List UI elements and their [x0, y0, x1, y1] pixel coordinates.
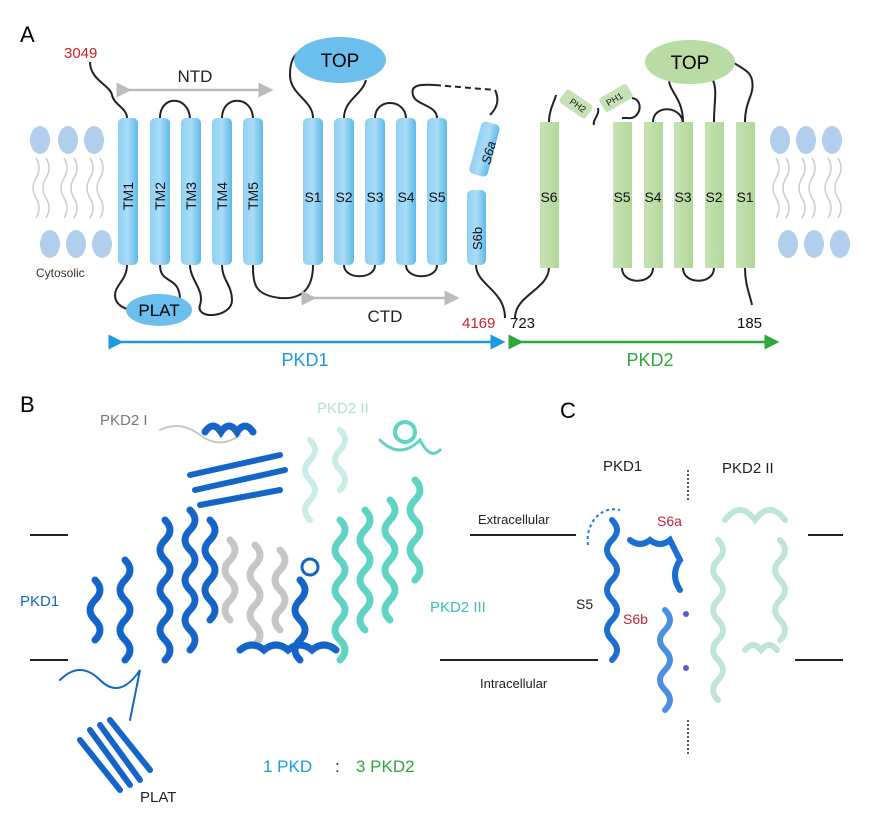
plat-structure-label: PLAT — [140, 789, 176, 806]
pkd2-ii-panel-c-structure — [710, 507, 788, 703]
pkd2-helix-s5-label: S5 — [613, 189, 630, 205]
ctd-label: CTD — [368, 307, 403, 326]
pkd2-top-label: TOP — [671, 53, 710, 74]
pkd1-helix-labels: TM1 TM2 TM3 TM4 TM5 S1 S2 S3 S4 S5 S6b S… — [120, 140, 499, 250]
pkd1-helices — [118, 118, 500, 265]
topology-loops — [89, 51, 754, 319]
pkd2-helix-s2-label: S2 — [705, 189, 722, 205]
helix-tm2-label: TM2 — [152, 182, 168, 210]
pkd2-helix-s6-label: S6 — [540, 189, 557, 205]
lipid-tails-right — [772, 157, 842, 219]
panel-a-label: A — [20, 22, 35, 47]
helix-tm1-label: TM1 — [120, 182, 136, 210]
helix-s3-label: S3 — [366, 189, 383, 205]
pkd2-helix-s1-label: S1 — [736, 189, 753, 205]
ratio-pkd2-label: 3 PKD2 — [356, 757, 415, 776]
lipid-tails-left — [32, 157, 104, 219]
pkd2-start-residue: 185 — [737, 315, 762, 332]
s6b-label: S6b — [623, 611, 648, 627]
panel-c-pkd1-label: PKD1 — [603, 458, 642, 475]
pkd1-end-residue: 4169 — [462, 315, 495, 332]
plat-label: PLAT — [138, 301, 179, 320]
pkd2-ii-label: PKD2 II — [317, 400, 369, 417]
pkd1-start-residue: 3049 — [64, 45, 97, 62]
membrane-lines — [30, 534, 843, 661]
helix-s6a-label: S6a — [478, 140, 498, 166]
pkd1-structure-label: PKD1 — [20, 593, 59, 610]
pkd2-span-label: PKD2 — [626, 350, 673, 370]
panel-b-label: B — [20, 392, 35, 417]
helix-s2-label: S2 — [335, 189, 352, 205]
pkd2-ii-structure — [302, 427, 348, 523]
pkd2-top-domain — [645, 40, 735, 84]
ntd-label: NTD — [178, 67, 213, 86]
pkd2-helices — [540, 84, 755, 268]
helix-s5-label: S5 — [428, 189, 445, 205]
s6a-label: S6a — [657, 513, 682, 529]
helix-s6b-label: S6b — [470, 227, 485, 250]
pkd2-i-structure — [159, 425, 289, 649]
pkd2-helix-s3-label: S3 — [674, 189, 691, 205]
pkd1-structure — [59, 422, 340, 793]
helix-s1-label: S1 — [304, 189, 321, 205]
panel-c-pkd2-ii-label: PKD2 II — [722, 460, 774, 477]
missing-loop-dotted — [586, 508, 621, 546]
helix-tm4-label: TM4 — [214, 182, 230, 210]
cytosolic-label: Cytosolic — [36, 266, 85, 280]
pkd2-helix-s4-label: S4 — [644, 189, 661, 205]
pkd1-top-label: TOP — [321, 51, 360, 72]
lipid-bilayer-left — [30, 126, 112, 258]
lipid-bilayer-right — [770, 126, 850, 258]
pkd2-iii-structure — [331, 420, 442, 664]
intracellular-label: Intracellular — [480, 676, 548, 691]
pkd1-s5-s6-structure — [604, 517, 689, 713]
helix-tm3-label: TM3 — [183, 182, 199, 210]
s5-label: S5 — [576, 596, 593, 612]
pkd2-iii-label: PKD2 III — [430, 599, 486, 616]
helix-tm5-label: TM5 — [245, 182, 261, 210]
ratio-pkd1-label: 1 PKD — [263, 757, 312, 776]
pkd1-span-label: PKD1 — [281, 350, 328, 370]
plat-domain — [126, 294, 192, 326]
panel-c-label: C — [560, 398, 576, 423]
extracellular-label: Extracellular — [478, 512, 550, 527]
ratio-separator: : — [335, 757, 340, 776]
pkd2-i-label: PKD2 I — [100, 412, 148, 429]
helix-s4-label: S4 — [397, 189, 414, 205]
pkd2-end-residue: 723 — [510, 315, 535, 332]
pkd1-top-domain — [294, 37, 386, 83]
